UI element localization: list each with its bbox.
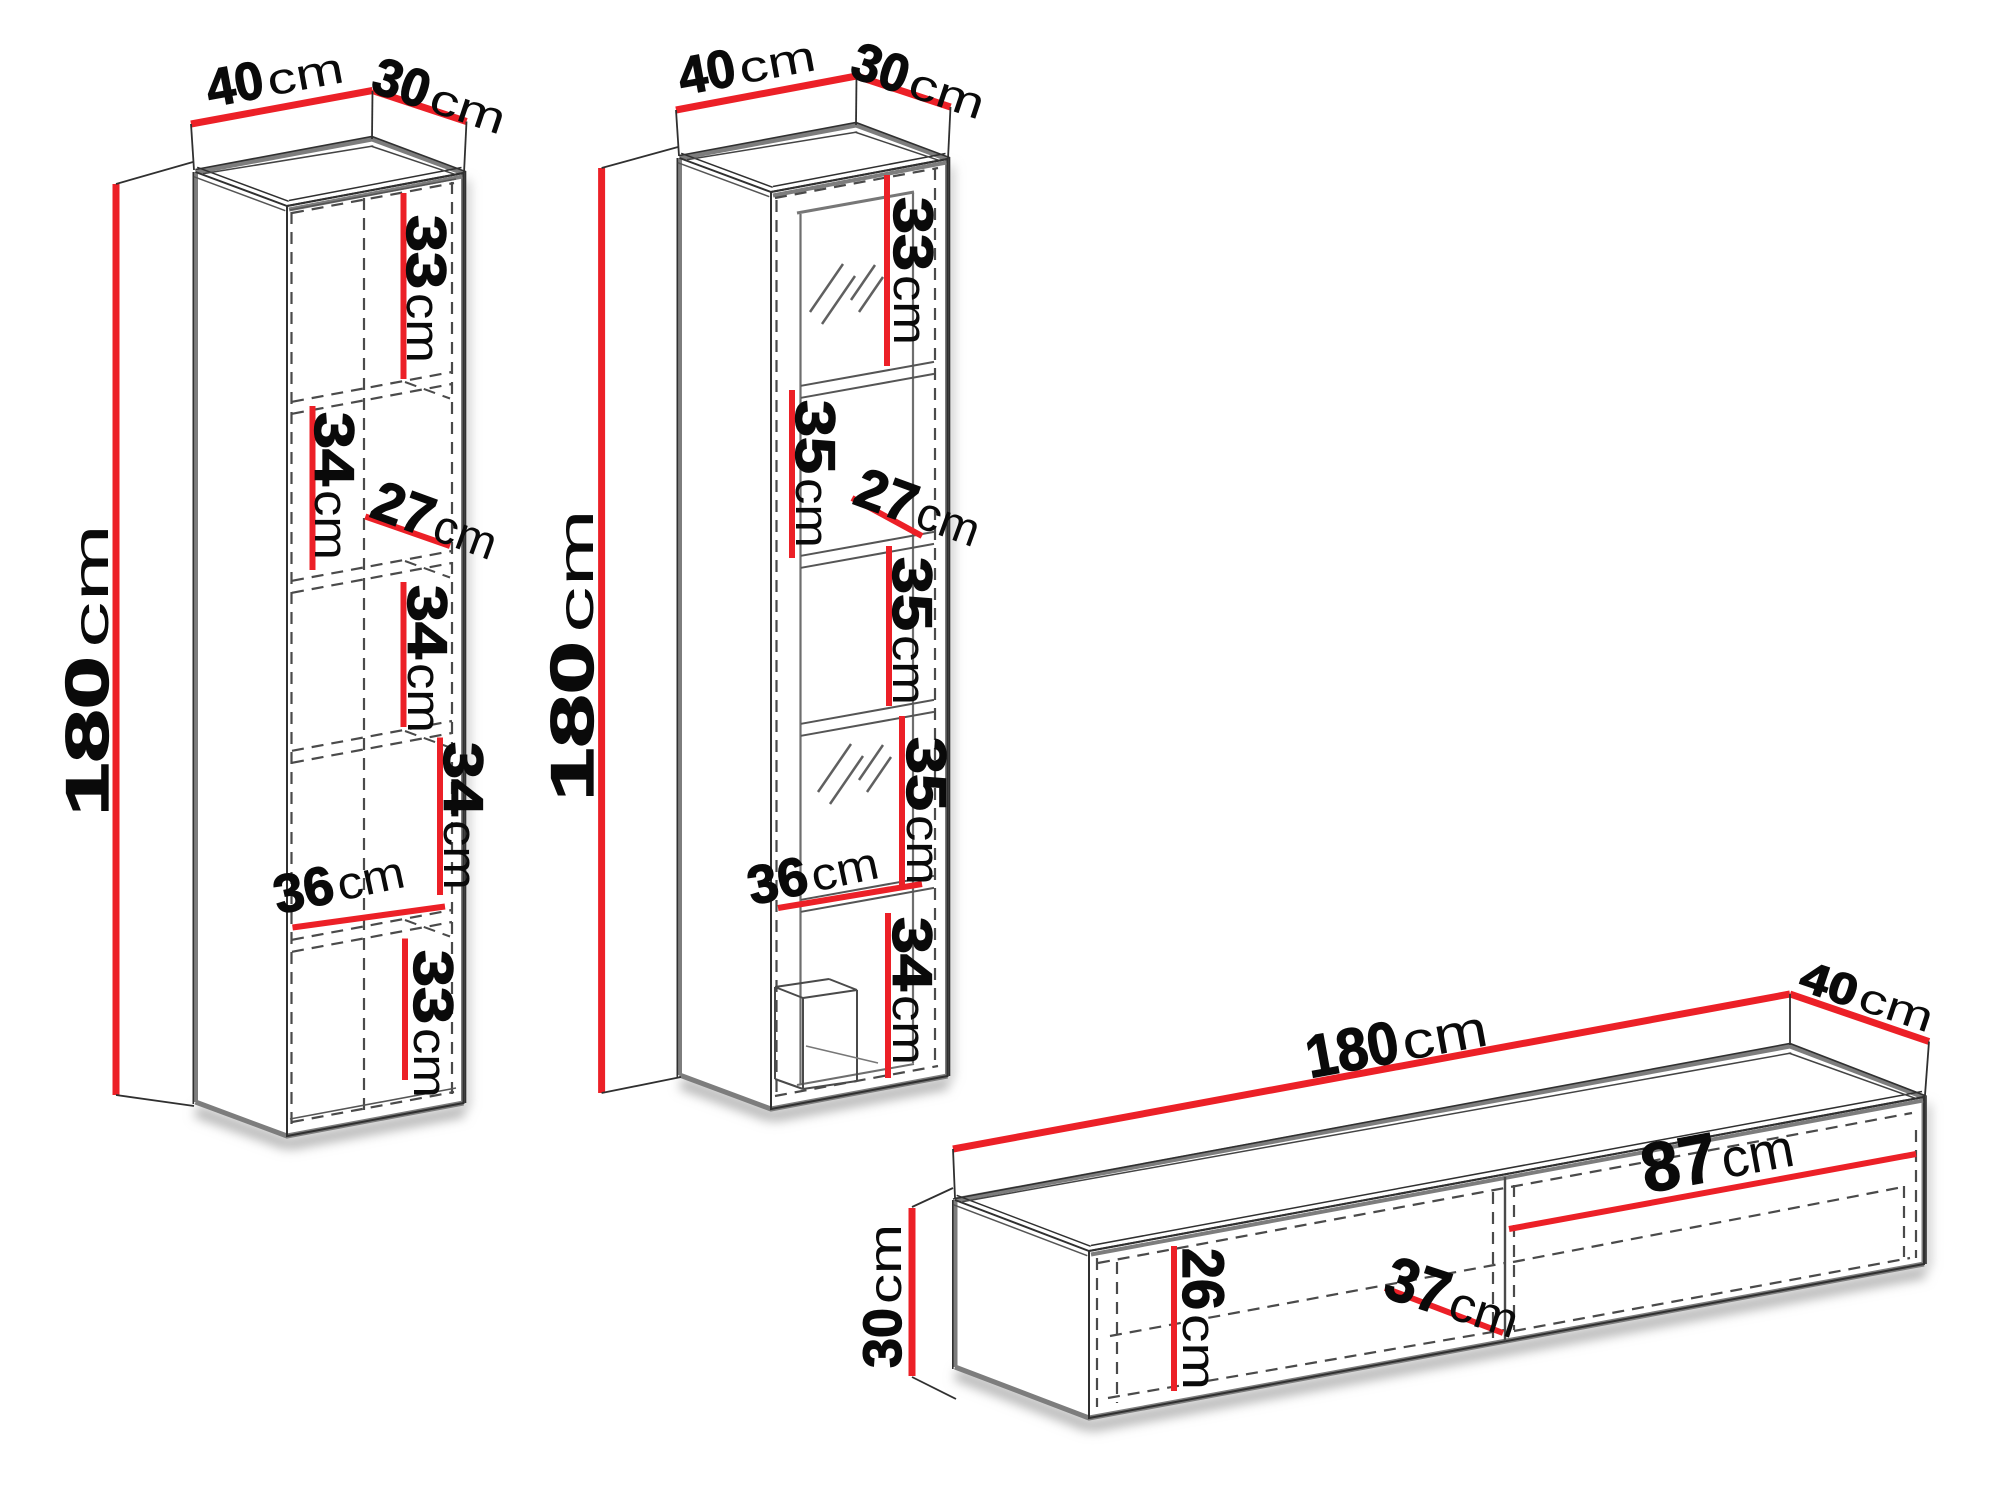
svg-text:35: 35 — [784, 400, 847, 474]
svg-text:34: 34 — [396, 585, 459, 659]
svg-text:34: 34 — [303, 412, 366, 486]
svg-text:cm: cm — [305, 490, 358, 560]
svg-text:30: 30 — [853, 1308, 913, 1368]
svg-text:cm: cm — [397, 293, 450, 363]
svg-text:34: 34 — [881, 917, 944, 991]
svg-text:cm: cm — [786, 478, 839, 548]
svg-text:34: 34 — [432, 742, 495, 816]
svg-text:cm: cm — [883, 635, 936, 705]
svg-text:35: 35 — [895, 737, 958, 811]
svg-text:40: 40 — [673, 38, 740, 106]
svg-text:cm: cm — [404, 1028, 457, 1098]
svg-text:cm: cm — [434, 820, 487, 890]
svg-text:35: 35 — [881, 557, 944, 631]
svg-text:36: 36 — [268, 855, 339, 926]
svg-text:cm: cm — [897, 815, 950, 885]
svg-text:87: 87 — [1635, 1118, 1724, 1208]
svg-text:cm: cm — [883, 995, 936, 1065]
svg-text:33: 33 — [882, 197, 945, 271]
svg-text:cm: cm — [859, 1224, 911, 1304]
svg-text:33: 33 — [402, 950, 465, 1024]
svg-text:180: 180 — [54, 656, 121, 816]
svg-text:36: 36 — [742, 846, 813, 917]
svg-text:40: 40 — [201, 50, 268, 118]
svg-text:cm: cm — [548, 509, 604, 633]
svg-text:cm: cm — [884, 275, 937, 345]
svg-text:26: 26 — [1170, 1248, 1235, 1310]
svg-text:cm: cm — [63, 524, 119, 648]
svg-text:33: 33 — [395, 215, 458, 289]
svg-text:cm: cm — [1173, 1314, 1226, 1390]
svg-text:cm: cm — [398, 663, 451, 733]
svg-text:180: 180 — [539, 641, 606, 801]
svg-text:cm: cm — [1716, 1118, 1799, 1190]
svg-text:180: 180 — [1300, 1008, 1404, 1091]
